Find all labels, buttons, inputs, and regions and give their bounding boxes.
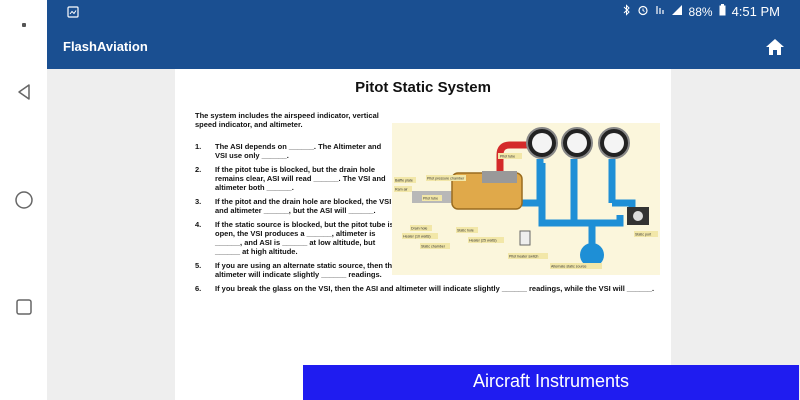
app-title: FlashAviation xyxy=(63,39,148,54)
label-box xyxy=(550,263,602,269)
label-static-hole: Static hole xyxy=(457,229,474,233)
question-number: 2. xyxy=(195,165,202,174)
label-static-port: Static port xyxy=(635,233,651,237)
battery-percent: 88% xyxy=(688,4,713,19)
label-ram-air: Ram air xyxy=(395,188,408,192)
question-text: The ASI depends on ______. The Altimeter… xyxy=(215,142,382,160)
question-number: 3. xyxy=(195,197,202,206)
home-button[interactable] xyxy=(764,36,786,58)
list-item: 4. If the static source is blocked, but t… xyxy=(195,220,395,256)
label-box xyxy=(422,195,442,201)
label-heater-2: Heater (25 watts) xyxy=(469,239,497,243)
gallery-notification-icon xyxy=(67,5,79,23)
label-pitot-pressure-chamber: Pitot pressure chamber xyxy=(427,177,465,181)
pitot-static-diagram: Ram air Baffle plate Pitot pressure cham… xyxy=(392,123,660,275)
label-box xyxy=(410,225,432,231)
flashcard[interactable]: Pitot Static System The system includes … xyxy=(175,69,799,400)
clock: 4:51 PM xyxy=(731,4,780,19)
question-text: If the static source is blocked, but the… xyxy=(215,220,394,256)
question-text: If you break the glass on the VSI, then … xyxy=(215,284,655,293)
question-text: If the pitot and the drain hole are bloc… xyxy=(215,197,392,215)
pitot-heater-switch-icon xyxy=(519,230,531,246)
gauge-face xyxy=(532,133,552,153)
home-circle-icon xyxy=(14,191,33,209)
label-pitot-tube-top: Pitot tube xyxy=(500,155,515,159)
category-banner[interactable]: Aircraft Instruments xyxy=(303,365,799,400)
recents-button[interactable] xyxy=(0,287,47,327)
android-nav-bar xyxy=(0,0,47,400)
label-alternate-static-source: Alternate static source xyxy=(551,265,587,269)
label-baffle-plate: Baffle plate xyxy=(395,179,413,183)
signal-icon xyxy=(671,4,683,19)
question-text: If the pitot tube is blocked, but the dr… xyxy=(215,165,386,192)
status-bar: 88% 4:51 PM xyxy=(47,0,800,24)
label-box xyxy=(394,186,412,192)
label-box xyxy=(426,175,466,181)
status-icons: 88% 4:51 PM xyxy=(623,4,780,19)
list-item: 2. If the pitot tube is blocked, but the … xyxy=(195,165,395,192)
home-icon xyxy=(766,39,784,55)
back-triangle-icon xyxy=(17,84,30,100)
content-area: Pitot Static System The system includes … xyxy=(47,69,800,400)
static-port-face xyxy=(633,211,643,221)
label-box xyxy=(420,243,450,249)
home-nav-button[interactable] xyxy=(0,180,47,220)
question-number: 1. xyxy=(195,142,202,151)
label-box xyxy=(394,177,416,183)
label-box xyxy=(402,233,438,239)
question-number: 5. xyxy=(195,261,202,270)
label-box xyxy=(498,153,522,159)
recents-square-icon xyxy=(15,299,32,315)
nav-dot-icon xyxy=(0,5,47,45)
static-line-drops xyxy=(536,159,616,223)
list-item: 1. The ASI depends on ______. The Altimet… xyxy=(195,142,395,160)
gauge-face xyxy=(604,133,624,153)
label-heater: Heater (10 watts) xyxy=(403,235,431,239)
label-pitot-heater-switch: Pitot heater switch xyxy=(509,255,538,259)
back-button[interactable] xyxy=(0,72,47,112)
card-intro: The system includes the airspeed indicat… xyxy=(195,111,379,129)
label-drain-hole: Drain hole xyxy=(411,227,427,231)
list-item: 3. If the pitot and the drain hole are bl… xyxy=(195,197,395,215)
label-pitot-tube: Pitot tube xyxy=(423,197,438,201)
list-item: 6. If you break the glass on the VSI, the… xyxy=(195,284,655,293)
app-bar: FlashAviation xyxy=(47,24,800,69)
label-box xyxy=(508,253,548,259)
gauge-face xyxy=(567,133,587,153)
question-number: 6. xyxy=(195,284,202,293)
question-number: 4. xyxy=(195,220,202,229)
label-box xyxy=(456,227,478,233)
label-static-chamber: Static chamber xyxy=(421,245,446,249)
alternate-static-valve-icon xyxy=(580,243,604,267)
label-box xyxy=(634,231,658,237)
battery-icon xyxy=(719,4,726,19)
pitot-housing-top xyxy=(482,171,517,183)
alarm-icon xyxy=(637,4,649,19)
wifi-call-icon xyxy=(655,4,665,19)
label-box xyxy=(468,237,504,243)
card-title: Pitot Static System xyxy=(355,79,491,96)
bluetooth-icon xyxy=(623,4,631,19)
